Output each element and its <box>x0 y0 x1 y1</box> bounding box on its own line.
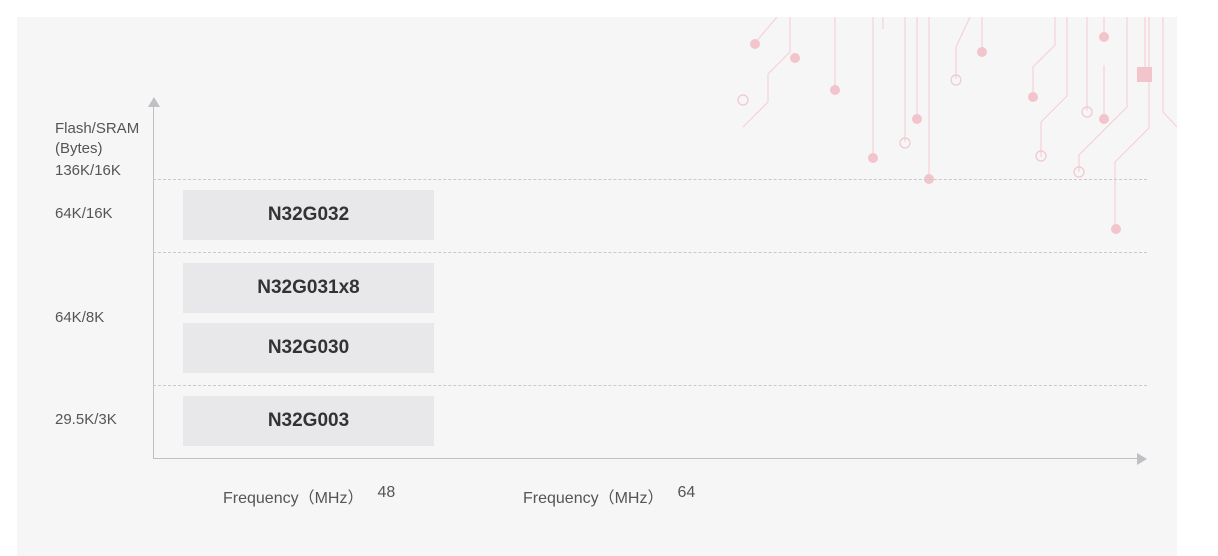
x-axis-arrow <box>1137 453 1147 465</box>
y-axis <box>153 105 154 459</box>
frequency-label: Frequency（MHz） <box>523 490 664 507</box>
product-block-n32g032: N32G032 <box>183 190 434 240</box>
grid-line <box>153 385 1147 386</box>
x-axis-label-64: Frequency（MHz） 64 <box>523 484 695 508</box>
frequency-value: 48 <box>377 484 396 501</box>
y-level-label: 136K/16K <box>55 162 121 179</box>
product-block-n32g031x8: N32G031x8 <box>183 263 434 313</box>
y-axis-title: Flash/SRAM (Bytes) <box>55 120 140 157</box>
x-axis <box>153 458 1138 459</box>
grid-line <box>153 179 1147 180</box>
circuit-decoration <box>737 17 1177 234</box>
product-map-panel: Flash/SRAM (Bytes) 136K/16K 64K/16K 64K/… <box>17 17 1177 556</box>
product-block-n32g030: N32G030 <box>183 323 434 373</box>
y-level-label: 64K/8K <box>55 309 105 326</box>
y-level-label: 64K/16K <box>55 205 113 222</box>
frequency-value: 64 <box>677 484 696 501</box>
grid-line <box>153 252 1147 253</box>
y-axis-arrow <box>148 97 160 107</box>
frequency-label: Frequency（MHz） <box>223 490 364 507</box>
y-level-label: 29.5K/3K <box>55 411 117 428</box>
product-block-n32g003: N32G003 <box>183 396 434 446</box>
x-axis-label-48: Frequency（MHz） 48 <box>223 484 395 508</box>
